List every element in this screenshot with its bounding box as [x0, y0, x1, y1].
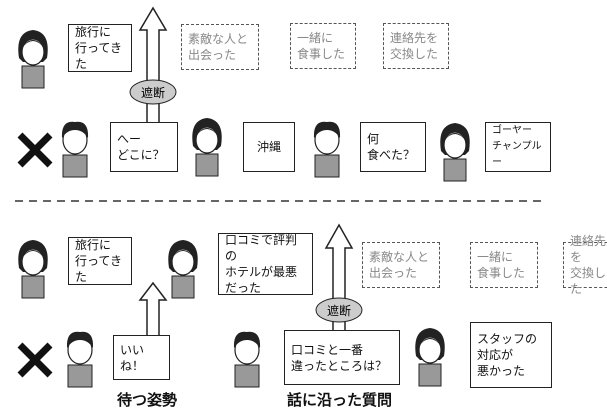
woman-figure — [17, 239, 49, 299]
speech-bubble: 旅行に 行ってきた — [68, 237, 132, 285]
hidden-bubble: 素敵な人と 出会った — [181, 24, 259, 70]
hidden-bubble: 連絡先を 交換した — [383, 23, 449, 69]
speech-bubble: 口コミと一番 違ったところは？ — [284, 330, 400, 385]
speech-bubble: いいね！ — [113, 335, 170, 380]
arrow-up-icon — [138, 281, 168, 338]
woman-figure — [167, 239, 199, 299]
woman-figure — [17, 29, 49, 89]
woman-figure — [414, 327, 446, 387]
block-badge — [315, 297, 363, 323]
cross-mark-icon — [17, 342, 53, 378]
speech-bubble: 旅行に 行ってきた — [68, 24, 132, 72]
man-figure — [233, 331, 261, 388]
woman-figure — [191, 117, 223, 177]
man-figure — [66, 331, 94, 388]
block-badge — [129, 79, 177, 105]
woman-figure — [439, 122, 471, 182]
cross-mark-icon — [17, 132, 53, 168]
arrow-up-icon — [138, 6, 168, 122]
speech-bubble: 沖縄 — [243, 122, 295, 172]
hidden-bubble: 一緒に 食事した — [470, 242, 538, 288]
speech-bubble: 口コミで評判の ホテルが最悪 だった — [218, 233, 313, 295]
man-figure — [313, 121, 341, 178]
caption-follow-up-question: 話に沿った質問 — [287, 391, 393, 409]
speech-bubble: へー どこに？ — [110, 122, 178, 172]
man-figure — [61, 121, 89, 178]
speech-bubble: スタッフの 対応が 悪かった — [470, 322, 552, 388]
hidden-bubble: 素敵な人と 出会った — [362, 242, 440, 288]
block-label: 遮断 — [140, 86, 165, 100]
speech-bubble: 何 食べた？ — [360, 122, 426, 172]
hidden-bubble: 一緒に 食事した — [290, 23, 356, 69]
speech-bubble: ゴーヤー チャンプルー — [485, 122, 551, 172]
arrow-up-icon — [324, 223, 354, 330]
caption-waiting-posture: 待つ姿勢 — [117, 391, 178, 409]
hidden-bubble: 連絡先を 交換した — [563, 234, 607, 296]
block-label: 遮断 — [326, 304, 351, 318]
